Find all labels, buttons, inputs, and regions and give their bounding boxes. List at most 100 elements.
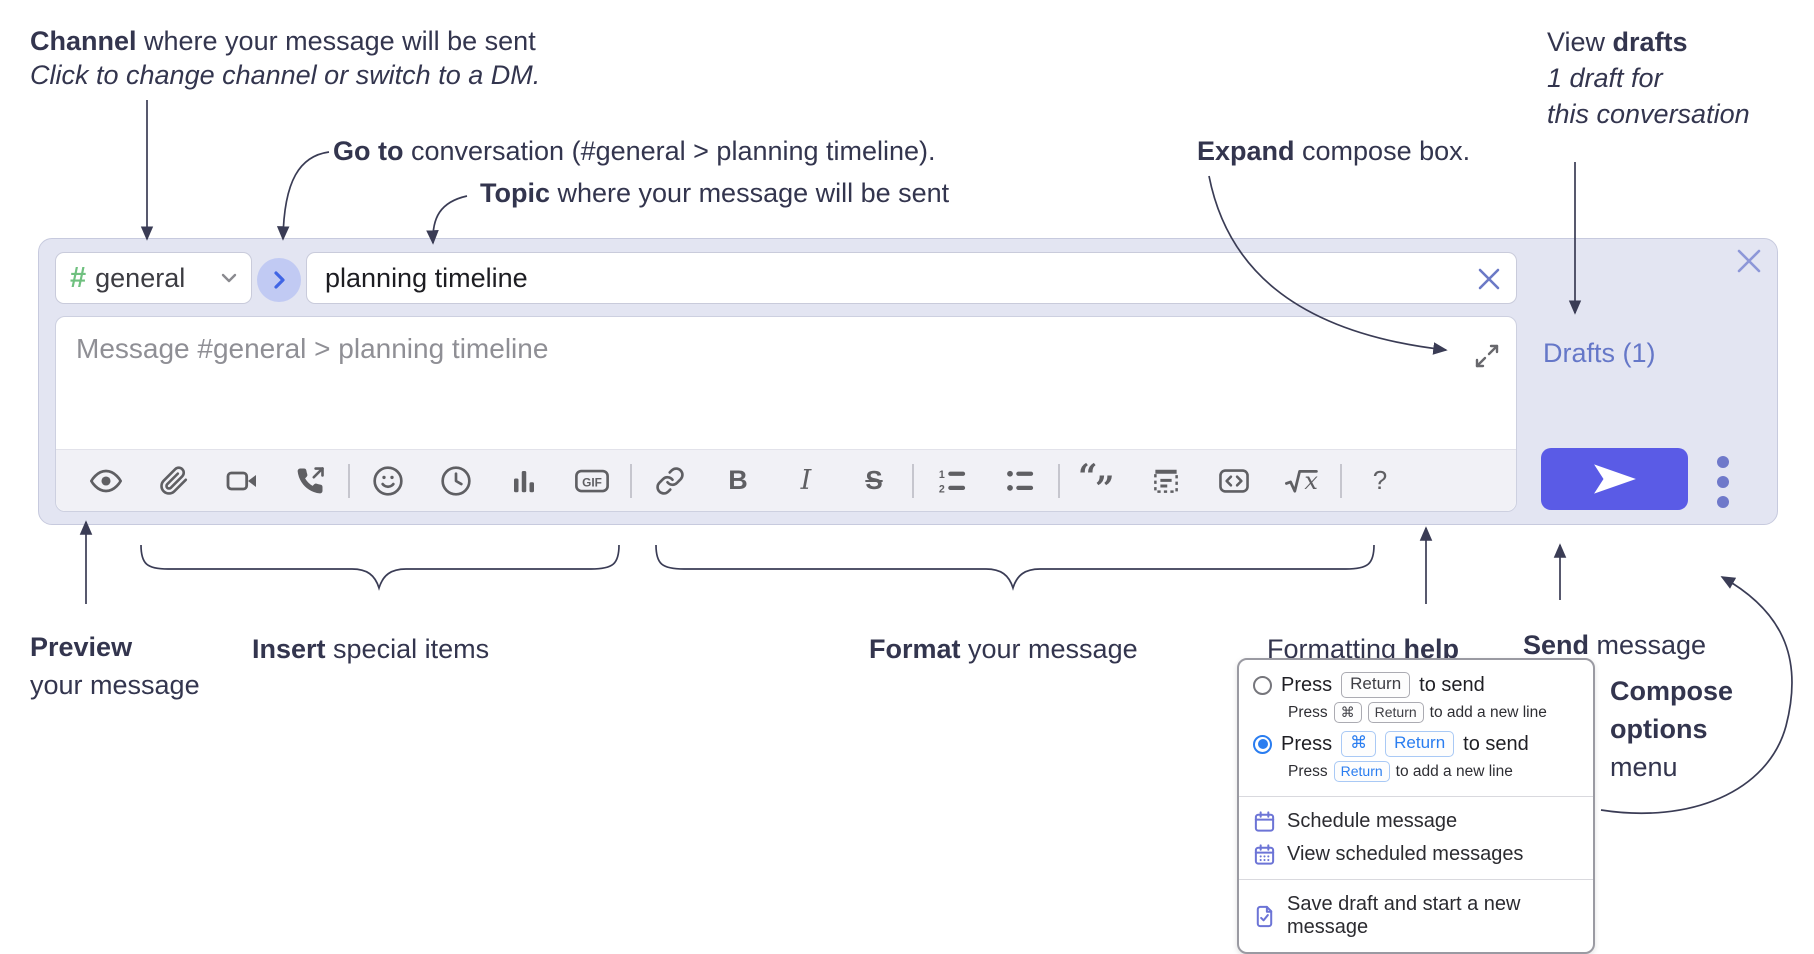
smiley-icon: [373, 465, 403, 496]
calendar-icon: [1254, 811, 1275, 832]
svg-text:x: x: [1304, 466, 1318, 494]
compose-options-annotation-line3: menu: [1610, 752, 1678, 782]
channel-annotation-bold: Channel: [30, 26, 137, 56]
option2-suffix: to send: [1463, 732, 1529, 755]
svg-text:2: 2: [939, 483, 945, 495]
add-emoji-button[interactable]: [354, 458, 422, 504]
bold-button[interactable]: B: [704, 458, 772, 504]
menu-item-schedule-message[interactable]: Schedule message: [1239, 805, 1593, 838]
toolbar-divider: [1340, 463, 1342, 498]
channel-selector[interactable]: # general: [55, 252, 252, 304]
add-gif-button[interactable]: GIF: [558, 458, 626, 504]
dot: [1717, 456, 1729, 468]
drafts-annotation-pre: View: [1547, 27, 1613, 57]
code-button[interactable]: [1200, 458, 1268, 504]
compose-options-menu-button[interactable]: [1717, 456, 1729, 508]
menu-divider: [1239, 879, 1593, 880]
send-arrow-icon: [1593, 464, 1636, 494]
attach-file-button[interactable]: [140, 458, 208, 504]
channel-hash-icon: #: [70, 261, 87, 294]
drafts-annotation-line3: this conversation: [1547, 99, 1750, 129]
question-mark-icon: ?: [1372, 465, 1388, 495]
toolbar-divider: [348, 463, 350, 498]
drafts-annotation: View drafts 1 draft for this conversatio…: [1547, 24, 1750, 132]
compose-options-popup: Press Return to send Press ⌘ Return to a…: [1237, 658, 1595, 954]
send-option-enter[interactable]: Press Return to send: [1239, 670, 1593, 700]
key-return: Return: [1341, 672, 1411, 698]
svg-text:GIF: GIF: [582, 475, 602, 489]
insert-annotation-bold: Insert: [252, 634, 326, 664]
spoiler-button[interactable]: [1132, 458, 1200, 504]
radio-selected-icon[interactable]: [1253, 734, 1272, 754]
option2-sub-suffix: to add a new line: [1395, 762, 1513, 780]
channel-annotation-line2: Click to change channel or switch to a D…: [30, 60, 541, 90]
menu-item-label: View scheduled messages: [1287, 843, 1524, 865]
option1-suffix: to send: [1419, 673, 1485, 696]
quote-button[interactable]: “”: [1064, 457, 1132, 509]
phone-outgoing-icon: [297, 466, 324, 493]
format-annotation: Format your message: [869, 632, 1138, 666]
key-cmd: ⌘: [1333, 702, 1362, 723]
math-button[interactable]: x: [1268, 458, 1336, 504]
menu-item-save-draft[interactable]: Save draft and start a new message: [1239, 888, 1593, 944]
dot: [1717, 476, 1729, 488]
latex-sqrt-icon: x: [1285, 466, 1318, 494]
chevron-down-icon: [221, 273, 237, 283]
toolbar-divider: [630, 463, 632, 498]
eye-icon: [90, 469, 122, 492]
option1-sub-suffix: to add a new line: [1429, 703, 1547, 721]
italic-icon: I: [800, 465, 812, 496]
goto-annotation: Go to conversation (#general > planning …: [333, 134, 936, 168]
add-video-call-button[interactable]: [208, 458, 276, 504]
svg-text:1: 1: [939, 468, 945, 480]
code-icon: [1219, 468, 1249, 493]
goto-annotation-rest: conversation (#general > planning timeli…: [403, 136, 936, 166]
message-formatting-help-button[interactable]: ?: [1346, 458, 1414, 504]
option1-sub-press: Press: [1288, 703, 1328, 721]
channel-name: general: [95, 262, 186, 293]
send-option-enter-sub: Press ⌘ Return to add a new line: [1239, 700, 1593, 729]
key-return: Return: [1367, 702, 1424, 723]
channel-annotation-rest: where your message will be sent: [136, 26, 536, 56]
topic-annotation-bold: Topic: [480, 178, 550, 208]
drafts-link[interactable]: Drafts (1): [1543, 338, 1656, 368]
spoiler-icon: [1154, 469, 1178, 493]
chevron-right-icon: [273, 271, 285, 289]
send-option-cmd-enter[interactable]: Press ⌘ Return to send: [1239, 729, 1593, 759]
menu-item-label: Save draft and start a new message: [1287, 893, 1521, 938]
send-annotation: Send message: [1523, 628, 1706, 662]
send-annotation-rest: message: [1589, 630, 1707, 660]
bulleted-list-button[interactable]: [986, 458, 1054, 504]
go-to-conversation-button[interactable]: [257, 258, 301, 302]
add-voice-call-button[interactable]: [276, 458, 344, 504]
close-compose-icon[interactable]: [1734, 246, 1764, 276]
message-box: GIF B I S 12 “” x ?: [55, 316, 1517, 512]
radio-unselected-icon[interactable]: [1253, 675, 1272, 695]
preview-button[interactable]: [72, 458, 140, 504]
key-cmd: ⌘: [1341, 731, 1377, 757]
channel-annotation: Channel where your message will be sent …: [30, 24, 540, 92]
clear-topic-icon[interactable]: [1476, 266, 1502, 292]
strikethrough-button[interactable]: S: [840, 458, 908, 504]
send-annotation-bold: Send: [1523, 630, 1590, 660]
bulleted-list-icon: [1007, 470, 1034, 491]
link-button[interactable]: [636, 458, 704, 504]
format-annotation-bold: Format: [869, 634, 961, 664]
send-button[interactable]: [1541, 448, 1688, 510]
draft-saved-icon: [1256, 905, 1273, 927]
topic-input[interactable]: [307, 253, 1516, 303]
gif-icon: GIF: [575, 469, 609, 492]
add-poll-button[interactable]: [490, 458, 558, 504]
menu-divider: [1239, 796, 1593, 797]
menu-item-view-scheduled[interactable]: View scheduled messages: [1239, 838, 1593, 871]
calendar-grid-icon: [1254, 844, 1275, 865]
italic-button[interactable]: I: [772, 458, 840, 504]
expand-annotation-bold: Expand: [1197, 136, 1295, 166]
preview-annotation-bold: Preview: [30, 632, 133, 662]
expand-compose-icon[interactable]: [1474, 343, 1500, 369]
message-input[interactable]: [56, 317, 1516, 445]
insert-annotation-rest: special items: [325, 634, 490, 664]
add-global-time-button[interactable]: [422, 458, 490, 504]
